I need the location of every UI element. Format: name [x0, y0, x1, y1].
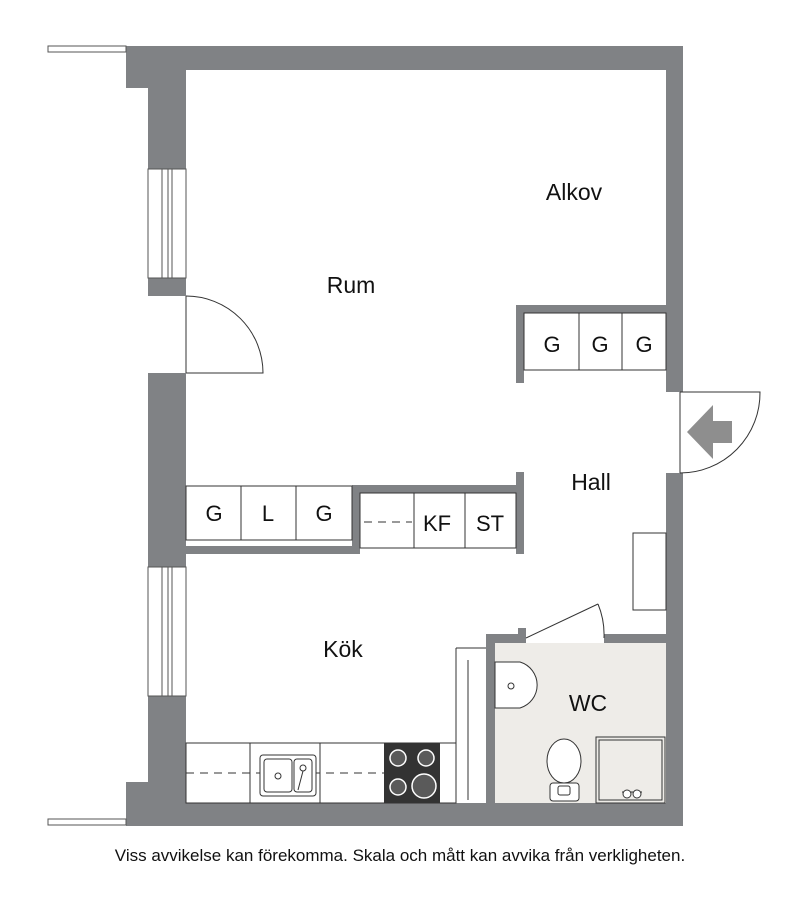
wc-wall-top-right [604, 634, 666, 643]
wall-left-4 [148, 696, 186, 826]
room-label-wc: WC [569, 690, 607, 716]
kitchen-side-panel [455, 647, 486, 800]
room-label-hall: Hall [571, 469, 611, 495]
entrance-arrow-icon [687, 405, 732, 459]
entrance-door-opening [666, 392, 683, 473]
wall-top [126, 46, 683, 70]
shower-icon [595, 736, 666, 804]
exterior-walls [126, 46, 683, 826]
wall-right-lower [666, 473, 683, 826]
cabinet-label: ST [476, 511, 504, 536]
window-kok [147, 566, 187, 697]
balcony-door-opening [148, 296, 186, 373]
wc-wall-left [486, 634, 495, 803]
partition-cab-1 [352, 485, 360, 554]
balcony-door-swing [185, 295, 264, 374]
wc-door-opening [526, 634, 604, 643]
balcony-rails [47, 45, 127, 826]
cabinet-label: G [315, 501, 332, 526]
wc-door-swing [597, 603, 605, 639]
partition-cab-2 [352, 485, 524, 493]
cabinet-label: G [591, 332, 608, 357]
hall-coat-rack [632, 532, 667, 611]
washbasin-icon [494, 661, 538, 709]
wall-bottom [126, 803, 683, 826]
wall-left-2 [148, 278, 186, 296]
wc-wall-top-left [486, 634, 526, 643]
partition-alkov-2 [516, 305, 666, 313]
room-label-kok: Kök [323, 636, 363, 662]
room-label-rum: Rum [327, 272, 376, 298]
partition-rum-kok [186, 546, 360, 554]
cabinets-hall-top [523, 312, 667, 371]
partition-alkov-1 [516, 305, 524, 383]
cabinet-label: G [635, 332, 652, 357]
entrance-door-swing [679, 391, 761, 474]
wall-left-3 [148, 373, 186, 567]
wall-left-1 [148, 46, 186, 169]
wall-right-upper [666, 46, 683, 392]
cabinets-kok-upper [359, 492, 517, 549]
doors [148, 295, 761, 643]
sink-icon [259, 754, 317, 797]
window-rum [147, 168, 187, 279]
partition-hall-kok [516, 472, 524, 554]
toilet-icon [546, 738, 582, 802]
cabinets-rum-lower [185, 485, 353, 541]
cabinet-label: KF [423, 511, 451, 536]
cabinet-label: L [262, 501, 274, 526]
wc-door-jamb [518, 628, 526, 638]
cabinet-label: G [543, 332, 560, 357]
stove-icon [384, 743, 440, 803]
cabinet-label: G [205, 501, 222, 526]
room-label-alkov: Alkov [546, 179, 603, 205]
windows [147, 168, 187, 697]
disclaimer-text: Viss avvikelse kan förekomma. Skala och … [114, 846, 686, 865]
